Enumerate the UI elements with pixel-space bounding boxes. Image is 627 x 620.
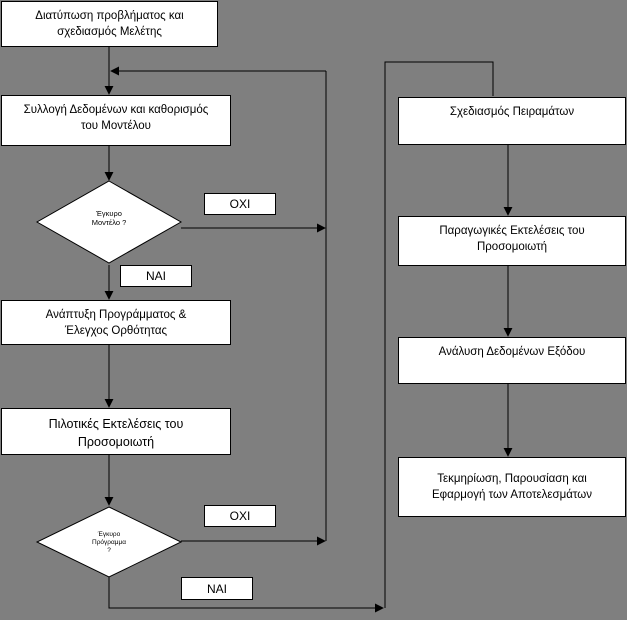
label-yes-model: ΝΑΙ <box>120 265 192 287</box>
decision-model-label: Έγκυρο Μοντέλο ? <box>69 209 149 227</box>
arrow-d2-yes <box>108 576 384 613</box>
label-no-model: ΟΧΙ <box>204 193 276 215</box>
step-pilot-runs-line1: Πιλοτικές Εκτελέσεις του <box>48 417 184 431</box>
step-experiment-design-line1: Σχεδιασμός Πειραμάτων <box>449 106 575 118</box>
step-program-development-line1: Ανάπτυξη Προγράμματος & <box>45 309 187 321</box>
decision-program-line2: Πρόγραμμα <box>92 539 126 546</box>
decision-model-line1: Έγκυρο <box>96 209 122 218</box>
step-program-development: Ανάπτυξη Προγράμματος & Έλεγχος Ορθότητα… <box>1 300 231 345</box>
step-pilot-runs-line2: Προσομοιωτή <box>77 435 155 449</box>
step-problem-formulation-line2: σχεδιασμός Μελέτης <box>57 26 162 38</box>
step-problem-formulation-line1: Διατύπωση προβλήματος και <box>35 10 184 22</box>
decision-model-line2: Μοντέλο ? <box>91 218 127 227</box>
decision-diamond-program <box>35 506 183 578</box>
decision-program-line3: ? <box>107 547 111 554</box>
step-data-collection-line1: Συλλογή Δεδομένων και καθορισμός <box>23 104 209 116</box>
step-production-runs-line1: Παραγωγικές Εκτελέσεις του <box>439 225 585 237</box>
decision-program-line1: Έγκυρο <box>97 531 121 538</box>
step-production-runs-line2: Προσομοιωτή <box>476 241 548 253</box>
step-output-analysis: Ανάλυση Δεδομένων Εξόδου <box>398 337 626 384</box>
step-pilot-runs: Πιλοτικές Εκτελέσεις του Προσομοιωτή <box>1 408 231 455</box>
label-no-program: ΟΧΙ <box>204 505 276 527</box>
step-documentation: Τεκμηρίωση, Παρουσίαση και Εφαρμογή των … <box>398 457 626 517</box>
step-documentation-line1: Τεκμηρίωση, Παρουσίαση και <box>437 473 587 485</box>
step-program-development-line2: Έλεγχος Ορθότητας <box>64 325 168 337</box>
label-yes-program: ΝΑΙ <box>181 577 253 600</box>
step-output-analysis-line1: Ανάλυση Δεδομένων Εξόδου <box>438 346 586 358</box>
step-data-collection: Συλλογή Δεδομένων και καθορισμός του Μον… <box>1 95 231 146</box>
step-production-runs: Παραγωγικές Εκτελέσεις του Προσομοιωτή <box>398 216 626 266</box>
step-documentation-line2: Εφαρμογή των Αποτελεσμάτων <box>431 489 593 501</box>
step-experiment-design: Σχεδιασμός Πειραμάτων <box>398 97 626 145</box>
connector-right-column <box>384 61 494 608</box>
step-data-collection-line2: του Μοντέλου <box>81 120 151 132</box>
step-problem-formulation: Διατύπωση προβλήματος και σχεδιασμός Μελ… <box>1 1 218 47</box>
decision-program-label: Έγκυρο Πρόγραμμα ? <box>69 531 149 555</box>
decision-diamond-model <box>35 180 183 264</box>
